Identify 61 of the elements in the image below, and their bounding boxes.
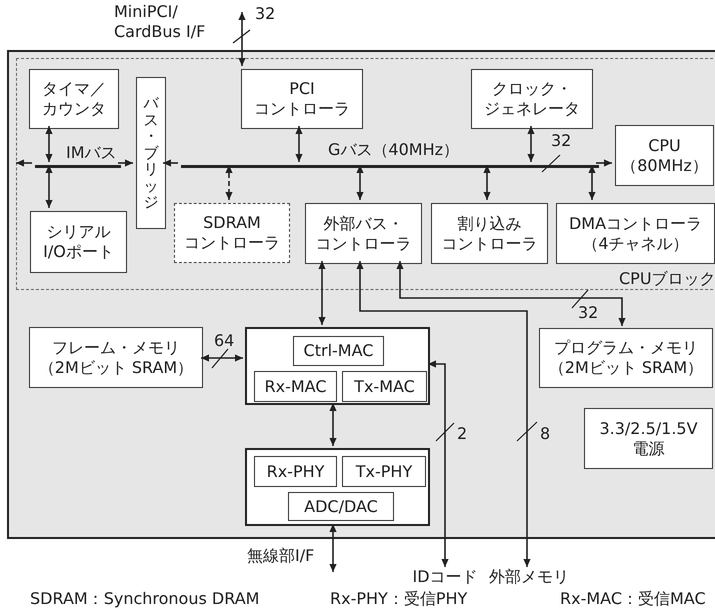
block-box: SDRAMコントローラ <box>174 203 290 263</box>
double-arrow <box>396 261 626 326</box>
double-arrow <box>483 165 491 200</box>
arrow <box>16 159 32 167</box>
block-box: DMAコントローラ（4チャネル） <box>556 203 715 264</box>
block-box: Rx-PHY <box>254 456 337 487</box>
module-box <box>245 448 430 526</box>
block-box: プログラム・メモリ（2Mビット SRAM） <box>539 328 713 388</box>
block-box: Tx-MAC <box>342 371 427 402</box>
arrow <box>596 159 612 167</box>
bus-line <box>35 165 121 168</box>
chip-outline <box>7 50 715 539</box>
double-arrow <box>428 360 449 567</box>
block-box: ADC/DAC <box>288 492 394 521</box>
double-arrow <box>329 524 337 572</box>
double-arrow <box>238 12 246 66</box>
double-arrow <box>588 165 596 200</box>
bus-width-label: 32 <box>551 131 572 151</box>
bus-width-label: 32 <box>255 4 276 24</box>
port-label: 外部メモリ <box>487 567 571 587</box>
bus-width-label: 2 <box>457 424 468 444</box>
block-box: 3.3/2.5/1.5V電源 <box>584 408 713 469</box>
double-arrow <box>527 126 535 162</box>
double-arrow <box>45 165 53 208</box>
module-box <box>245 327 430 405</box>
double-arrow <box>225 165 233 200</box>
block-box: PCIコントローラ <box>241 69 363 129</box>
interface-label: 無線部I/F <box>247 546 314 566</box>
block-box: シリアルI/Oポート <box>30 211 127 273</box>
double-arrow <box>329 403 337 446</box>
bus-width-label: 64 <box>214 331 234 351</box>
region-label: CPUブロック <box>619 269 715 290</box>
bus-line <box>181 165 599 168</box>
bus-width-label: 8 <box>540 424 550 444</box>
bus-width-label: 32 <box>578 303 598 323</box>
footnote: Rx-MAC：受信MAC <box>560 589 706 609</box>
block-box: CPU（80MHz） <box>615 125 714 186</box>
double-arrow <box>295 126 303 162</box>
footnote: Rx-PHY：受信PHY <box>330 589 468 609</box>
port-label: IDコード <box>410 567 480 587</box>
arrow <box>118 159 133 167</box>
cpu-block-region <box>16 58 715 290</box>
interface-label: MiniPCI/ CardBus I/F <box>114 2 206 42</box>
block-box: タイマ／カウンタ <box>29 69 119 129</box>
block-box: フレーム・メモリ（2Mビット SRAM） <box>29 327 203 388</box>
block-box: Rx-MAC <box>254 371 337 402</box>
double-arrow <box>318 261 326 325</box>
block-box: 外部バス・コントローラ <box>305 203 422 264</box>
bus-label: IMバス <box>66 143 117 163</box>
arrow <box>163 159 178 167</box>
bus-label: Gバス（40MHz） <box>328 140 459 160</box>
double-arrow <box>45 126 53 162</box>
block-box: Ctrl-MAC <box>293 336 384 366</box>
double-arrow <box>356 165 364 200</box>
footnote: SDRAM：Synchronous DRAM <box>30 589 260 609</box>
block-box: 割り込みコントローラ <box>431 203 548 264</box>
double-arrow <box>356 261 531 567</box>
double-arrow <box>201 354 243 362</box>
block-box: クロック・ジェネレータ <box>471 69 593 129</box>
block-box: バス・ブリッジ <box>136 77 166 229</box>
block-box: Tx-PHY <box>342 456 426 487</box>
